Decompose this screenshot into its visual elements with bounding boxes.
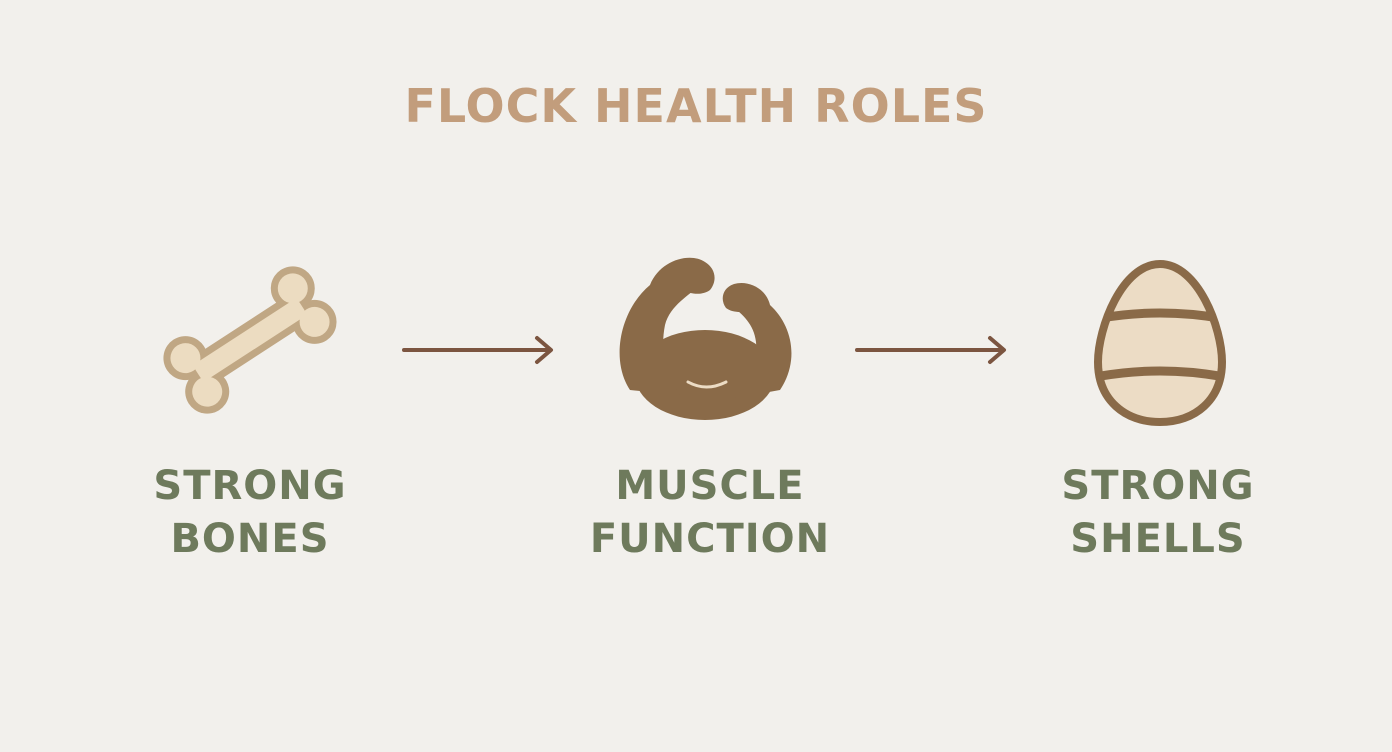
step-label-line: FUNCTION — [589, 516, 831, 562]
step-label-line: SHELLS — [1070, 516, 1246, 562]
flexed-muscle-icon — [619, 257, 792, 420]
step-label-strong-shells: STRONG SHELLS — [988, 460, 1328, 566]
step-label-strong-bones: STRONG BONES — [80, 460, 420, 566]
arrow-right-icon — [855, 336, 1006, 364]
step-label-line: MUSCLE — [615, 463, 805, 509]
bone-icon — [163, 266, 337, 414]
step-label-line: STRONG — [1061, 463, 1255, 509]
step-label-line: STRONG — [153, 463, 347, 509]
step-label-line: BONES — [170, 516, 330, 562]
egg-icon — [1093, 259, 1227, 427]
arrow-right-icon — [402, 336, 553, 364]
diagram-title: FLOCK HEALTH ROLES — [404, 79, 988, 133]
step-label-muscle-function: MUSCLE FUNCTION — [540, 460, 880, 566]
